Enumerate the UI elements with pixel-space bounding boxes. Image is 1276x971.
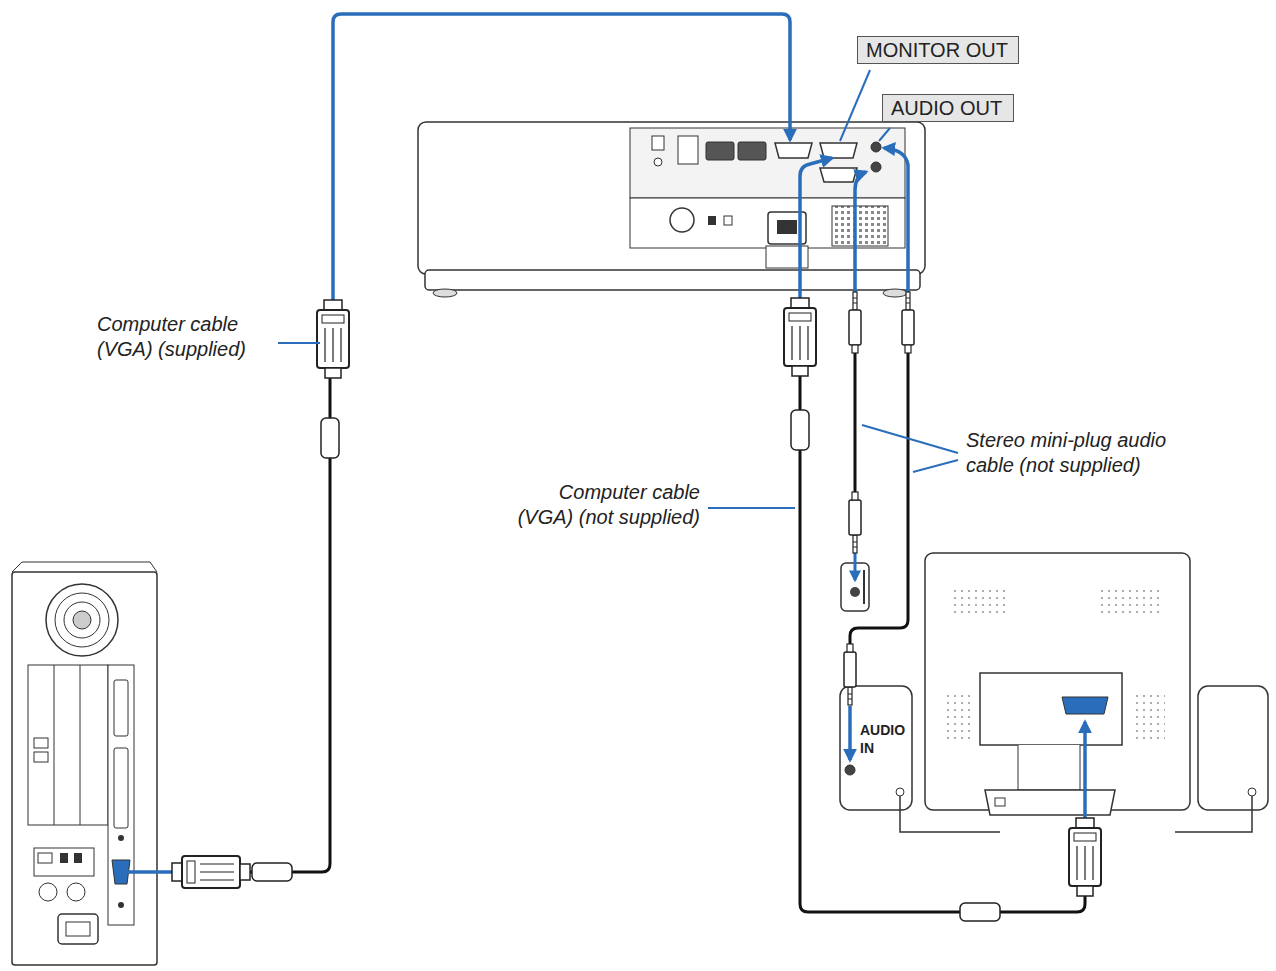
projector [418, 122, 925, 297]
connectors [172, 292, 1101, 921]
callout-text: MONITOR OUT [866, 38, 1010, 62]
cable-label: Stereo mini-plug audio cable (not suppli… [966, 428, 1196, 478]
speaker [840, 686, 1268, 832]
cable-label: Computer cable (VGA) (not supplied) [505, 480, 700, 530]
leader-lines [278, 70, 958, 508]
callout-box: MONITOR OUT [857, 36, 1019, 64]
cables [125, 14, 1085, 912]
computer [12, 562, 157, 965]
monitor [925, 553, 1190, 815]
cable-label: Computer cable (VGA) (supplied) [97, 312, 292, 362]
jack-label: AUDIO IN [860, 722, 910, 757]
callout-text: AUDIO OUT [891, 96, 1005, 120]
callout-box: AUDIO OUT [882, 94, 1014, 122]
